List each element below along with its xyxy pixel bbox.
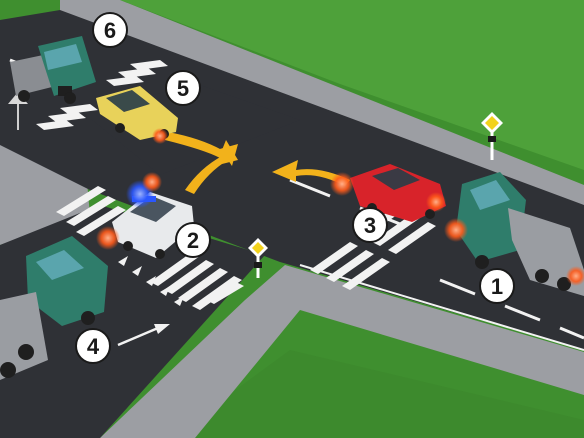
blinker-3-front [330,172,354,196]
vehicle-number-badge-3: 3 [353,208,387,242]
vehicle-number-badge-5: 5 [166,71,200,105]
vehicle-number-6: 6 [104,18,116,43]
vehicle-number-1: 1 [491,274,503,299]
blinker-1-front [444,218,468,242]
blinker-5 [152,128,168,144]
blinker-2-rear [96,226,120,250]
vehicle-number-badge-1: 1 [480,269,514,303]
vehicle-number-badge-2: 2 [176,223,210,257]
blinker-3-rear [426,192,446,212]
blinker-2-front [142,172,162,192]
vehicle-number-2: 2 [187,228,199,253]
vehicle-number-4: 4 [87,334,100,359]
vehicle-number-badge-6: 6 [93,13,127,47]
vehicle-number-badge-4: 4 [76,329,110,363]
vehicle-number-3: 3 [364,213,376,238]
vehicle-number-5: 5 [177,76,189,101]
